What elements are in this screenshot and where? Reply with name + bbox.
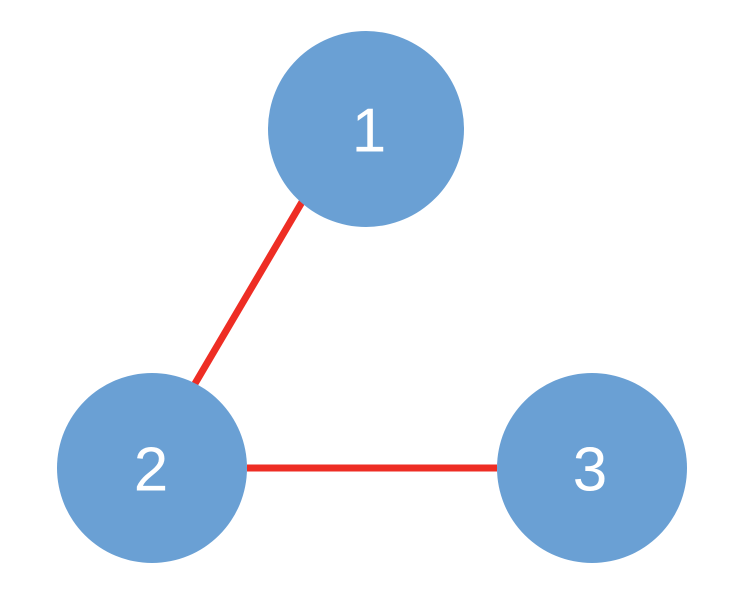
node-2-circle[interactable] bbox=[57, 373, 247, 563]
node-1-circle[interactable] bbox=[268, 31, 464, 227]
node-1-label: 1 bbox=[352, 97, 386, 166]
edge-layer bbox=[189, 200, 497, 472]
node-3-label: 3 bbox=[573, 436, 607, 505]
edge-1-2[interactable] bbox=[189, 200, 306, 389]
node-layer bbox=[57, 31, 687, 563]
label-layer: 1 2 3 bbox=[134, 97, 607, 505]
node-2-label: 2 bbox=[134, 436, 168, 505]
node-3-circle[interactable] bbox=[497, 373, 687, 563]
